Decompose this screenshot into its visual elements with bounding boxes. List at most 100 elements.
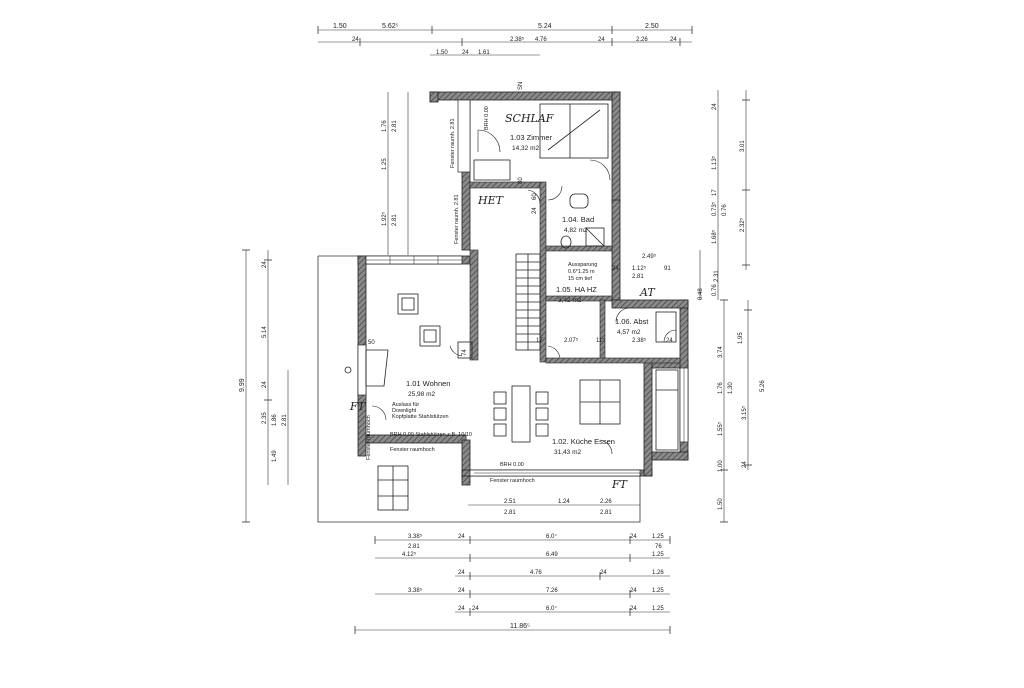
note-brh-wohnen: BRH 0.00 Stahlstützen z.B. 10/10: [390, 432, 472, 438]
dim-text: 1.61: [478, 50, 490, 56]
dim-text: 2.49⁵: [642, 253, 657, 260]
dim-text: 1.26: [652, 570, 664, 576]
dim-text: 2.81: [282, 414, 288, 426]
dim-text: 1.25: [652, 606, 664, 612]
dim-text: 24: [458, 534, 465, 540]
dim-text: 1.92⁵: [381, 211, 388, 226]
dim-text: 50: [368, 340, 375, 346]
dim-text: 2.07⁵: [564, 337, 579, 344]
dim-text: 2.81: [392, 214, 398, 226]
window-mullions: [366, 256, 685, 474]
dim-text: 1.50: [436, 50, 448, 56]
dim-text: 1.25: [652, 552, 664, 558]
dim-text: 2.31: [714, 270, 720, 282]
dim-text: 5.26: [760, 380, 766, 392]
dim-text: 24: [262, 261, 268, 268]
room-hahz-name: 1.05. HA HZ: [556, 285, 597, 294]
dim-text: 9.99: [239, 378, 246, 392]
note-aussparung: Aussparung: [568, 262, 597, 268]
dim-text: 24: [630, 588, 637, 594]
note-fenster-wohnen-bottom: Fenster raumhoch: [390, 447, 435, 453]
room-hahz-area: 3,42 m2: [558, 297, 582, 304]
dim-text: 1.13⁵: [711, 155, 718, 170]
dim-text: 0.76: [722, 204, 728, 216]
dim-text: 6.0⁺: [546, 533, 558, 540]
dim-text: 1.68⁵: [711, 229, 718, 244]
dim-text: 11.86⁵: [510, 623, 530, 630]
dim-text: 4.76: [530, 570, 542, 576]
room-bad-name: 1.04. Bad: [562, 215, 594, 224]
dimension-texts: 1.50 5.62⁵ 5.24 2.50 24 2.38⁵ 4.76 24 2.…: [239, 23, 766, 630]
dim-text: 24: [712, 103, 718, 110]
dim-text: 80: [518, 177, 524, 184]
dim-text: 2.38⁵: [510, 36, 525, 43]
dim-text: 24: [666, 338, 673, 344]
handwritten-het: HET: [477, 194, 505, 207]
dim-text: 1.25: [382, 158, 388, 170]
dim-text: 17: [712, 189, 718, 196]
dim-text: 24: [458, 606, 465, 612]
dim-text: 1.24: [558, 499, 570, 505]
room-abst-name: 1.06. Abst: [615, 317, 649, 326]
dim-text: 2.81: [408, 544, 420, 550]
dim-text: 2.35: [262, 412, 268, 424]
dim-text: 17: [536, 338, 543, 344]
dim-text: 2.51: [504, 499, 516, 505]
dim-text: 5.62⁵: [382, 23, 399, 30]
handwritten-ft-right: FT: [611, 478, 629, 491]
dim-text: 1.50: [333, 23, 347, 30]
room-bad-area: 4,82 m2: [564, 227, 588, 234]
doors: [371, 129, 677, 455]
room-kueche-area: 31,43 m2: [554, 449, 581, 456]
handwritten-schlaf: SCHLAF: [505, 112, 554, 125]
room-zimmer-name: 1.03 Zimmer: [510, 133, 553, 142]
dim-text: 24: [532, 207, 538, 214]
dim-text: 1.12⁵: [632, 265, 647, 272]
dim-text: 1.76: [382, 120, 388, 132]
dim-text: 24: [458, 588, 465, 594]
dim-text: 24: [742, 461, 748, 468]
handwritten-at: AT: [639, 286, 656, 299]
dim-text: 2.81: [504, 510, 516, 516]
dim-text: 91: [664, 266, 671, 272]
note-brh-kueche: BRH 0.00: [500, 462, 524, 468]
dim-text: 1.25: [652, 534, 664, 540]
dim-text: 1.25: [652, 588, 664, 594]
room-wohnen-name: 1.01 Wohnen: [406, 379, 450, 388]
dim-text: 24: [458, 570, 465, 576]
room-abst-area: 4,57 m2: [617, 329, 641, 336]
dim-text: 24: [352, 37, 359, 43]
dim-text: 6.0⁺: [546, 605, 558, 612]
furniture: [365, 103, 679, 511]
dim-text: 2.81: [632, 274, 644, 280]
annotation-notes: Fenster raumh. 2.81 Fenster raumh. 2.81 …: [366, 106, 597, 484]
note-fenster-wohnen-side: Fenster raumhoch: [366, 415, 372, 460]
dim-text: 2.26: [600, 499, 612, 505]
handwritten-labels: SCHLAF HET AT FT FT: [349, 112, 656, 491]
dim-text: 2.38⁵: [632, 337, 647, 344]
room-kueche-name: 1.02. Küche Essen: [552, 437, 615, 446]
dim-text: 1.50: [718, 498, 724, 510]
dim-text: 3.74: [718, 346, 724, 358]
dim-text: 1.00: [718, 460, 724, 472]
note-auslass-3: Kopfplatte Stahlstützen: [392, 414, 449, 420]
dim-text: 24: [670, 37, 677, 43]
dim-text: 60: [532, 193, 538, 200]
dim-text: 0.73⁵: [711, 201, 718, 216]
dim-text: 6.49: [546, 552, 558, 558]
dim-text: 3.01: [740, 140, 746, 152]
note-aussparung-depth: 15 cm tief: [568, 276, 592, 282]
dim-text: 2.81: [392, 120, 398, 132]
dim-text: 7.26: [546, 588, 558, 594]
dim-text: 4.76: [535, 37, 547, 43]
room-zimmer-area: 14,32 m2: [512, 145, 539, 152]
dim-text: 1.86: [272, 414, 278, 426]
note-fenster-kueche: Fenster raumhoch: [490, 478, 535, 484]
dim-text: 4.12⁵: [402, 551, 417, 558]
terrace-outline: [317, 255, 641, 523]
dim-text: 24: [630, 534, 637, 540]
dimension-lines: [245, 29, 749, 631]
dim-text: 3.38⁵: [408, 587, 423, 594]
note-fenster-zimmer: Fenster raumh. 2.81: [450, 118, 456, 168]
